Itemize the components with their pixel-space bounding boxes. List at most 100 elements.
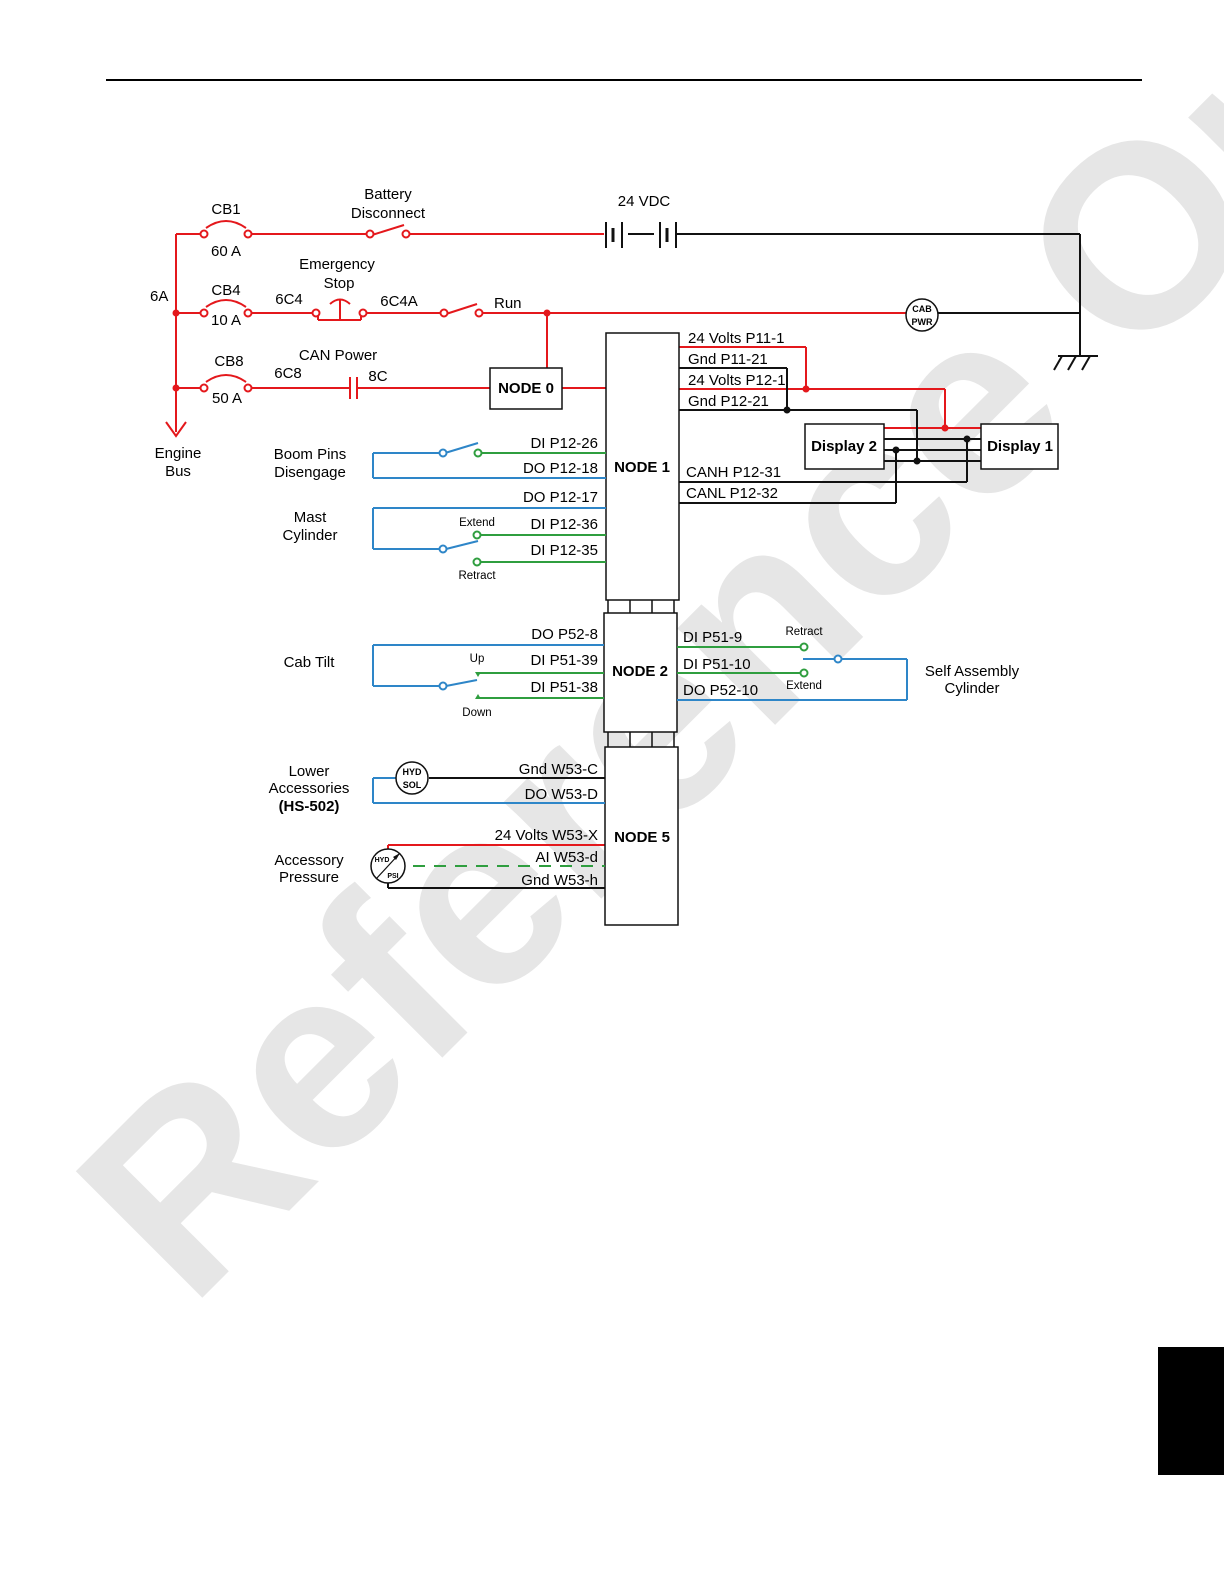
hyd-sol-label-1: HYD xyxy=(402,767,422,777)
lower-acc-label-1: Lower xyxy=(289,763,330,780)
estop-2: Stop xyxy=(324,275,355,292)
lower-acc-gnd-pin: Gnd W53-C xyxy=(519,761,598,778)
run-label: Run xyxy=(494,295,522,312)
mast-extend-label: Extend xyxy=(459,517,495,529)
mast-switch-extend xyxy=(472,530,482,540)
acc-ai-pin: AI W53-d xyxy=(535,849,598,866)
battery-disconnect-1: Battery xyxy=(364,186,412,203)
hyd-sol-icon xyxy=(395,761,429,795)
boom-di-pin: DI P12-26 xyxy=(530,435,598,452)
boom-pins-label-1: Boom Pins xyxy=(274,446,347,463)
cab-tilt-label: Cab Tilt xyxy=(284,654,336,671)
n1-pin-gnd-p12: Gnd P12-21 xyxy=(688,393,769,410)
power-junctions xyxy=(172,309,949,432)
cab-tilt-down-pin: DI P51-38 xyxy=(530,679,598,696)
hyd-psi-label-1: HYD xyxy=(375,857,390,864)
n1-pin-24v-p12: 24 Volts P12-1 xyxy=(688,372,786,389)
mast-retract-label: Retract xyxy=(458,570,496,582)
node-boxes xyxy=(489,332,680,926)
self-assembly-label-1: Self Assembly xyxy=(925,663,1020,680)
lower-acc-label-3: (HS-502) xyxy=(279,798,340,815)
acc-24v-pin: 24 Volts W53-X xyxy=(495,827,598,844)
cab-pwr-icon xyxy=(905,298,939,332)
cab-tilt-do-pin: DO P52-8 xyxy=(531,626,598,643)
boom-do-pin: DO P12-18 xyxy=(523,460,598,477)
wire-6a: 6A xyxy=(150,288,168,305)
battery-symbol xyxy=(605,222,1098,371)
display1-box xyxy=(980,423,1059,470)
self-assembly-common xyxy=(833,654,843,664)
hyd-psi-icon: HYD PSI xyxy=(370,848,406,884)
hyd-psi-label-2: PSI xyxy=(387,873,398,880)
cb1-name: CB1 xyxy=(211,201,240,218)
boom-switch-terminal xyxy=(438,448,448,458)
engine-bus-2: Bus xyxy=(165,463,191,480)
cab-tilt-up-label: Up xyxy=(470,653,485,665)
display1-label: Display 1 xyxy=(987,438,1053,455)
cb8-name: CB8 xyxy=(214,353,243,370)
boom-switch-terminal-2 xyxy=(473,448,483,458)
boom-pins-label-2: Disengage xyxy=(274,464,346,481)
self-assembly-retract-contact xyxy=(799,642,809,652)
lower-accessories-wiring xyxy=(372,777,605,804)
n1-pin-canh: CANH P12-31 xyxy=(686,464,781,481)
can-ground-wiring xyxy=(679,367,981,504)
can-power-label: CAN Power xyxy=(299,347,377,364)
self-assembly-label-2: Cylinder xyxy=(944,680,999,697)
battery-disconnect-2: Disconnect xyxy=(351,205,426,222)
acc-gnd-pin: Gnd W53-h xyxy=(521,872,598,889)
mast-label-2: Cylinder xyxy=(282,527,337,544)
wire-8c: 8C xyxy=(368,368,387,385)
node5-box xyxy=(604,746,679,926)
supply-voltage: 24 VDC xyxy=(618,193,671,210)
mast-switch-common xyxy=(438,544,448,554)
wire-6c8: 6C8 xyxy=(274,365,302,382)
section-tab xyxy=(1158,1347,1224,1475)
n1-pin-canl: CANL P12-32 xyxy=(686,485,778,502)
n1-pin-gnd-p11: Gnd P11-21 xyxy=(688,351,768,368)
node0-label: NODE 0 xyxy=(498,380,554,397)
cb4-rating: 10 A xyxy=(211,312,241,329)
mast-do-pin: DO P12-17 xyxy=(523,489,598,506)
mast-wiring xyxy=(372,507,606,563)
cb8-rating: 50 A xyxy=(212,390,242,407)
node-connectors xyxy=(607,600,675,747)
cab-pwr-label-1: CAB xyxy=(912,304,932,314)
cab-tilt-wiring xyxy=(372,644,604,699)
self-assembly-extend-label: Extend xyxy=(786,680,822,692)
self-assembly-retract-pin: DI P51-9 xyxy=(683,629,742,646)
self-assembly-retract-label: Retract xyxy=(785,626,823,638)
cab-pwr-label-2: PWR xyxy=(912,317,933,327)
display2-box xyxy=(804,423,885,470)
mast-label-1: Mast xyxy=(294,509,327,526)
cab-tilt-common xyxy=(438,681,448,691)
cab-tilt-down-label: Down xyxy=(462,707,491,719)
cab-tilt-up-pin: DI P51-39 xyxy=(530,652,598,669)
estop-1: Emergency xyxy=(299,256,375,273)
cab-tilt-down-contact xyxy=(475,694,481,699)
lower-acc-do-pin: DO W53-D xyxy=(525,786,599,803)
node0-box xyxy=(489,367,563,410)
power-terminals xyxy=(199,229,484,393)
lower-acc-label-2: Accessories xyxy=(269,780,350,797)
display2-label: Display 2 xyxy=(811,438,877,455)
self-assembly-wiring xyxy=(677,646,908,701)
mast-extend-pin: DI P12-36 xyxy=(530,516,598,533)
boom-pins-wiring xyxy=(372,442,606,479)
node1-box xyxy=(605,332,680,601)
cab-tilt-up-contact xyxy=(475,672,481,677)
cb4-name: CB4 xyxy=(211,282,240,299)
wire-6c4: 6C4 xyxy=(275,291,303,308)
self-assembly-do-pin: DO P52-10 xyxy=(683,682,758,699)
engine-bus-1: Engine xyxy=(155,445,202,462)
node1-label: NODE 1 xyxy=(614,459,670,476)
node5-label: NODE 5 xyxy=(614,829,670,846)
wire-6c4a: 6C4A xyxy=(380,293,418,310)
power-wiring xyxy=(165,220,981,857)
acc-pressure-label-2: Pressure xyxy=(279,869,339,886)
acc-pressure-label-1: Accessory xyxy=(274,852,344,869)
mast-switch-retract xyxy=(472,557,482,567)
can-junctions xyxy=(783,406,971,465)
hyd-sol-label-2: SOL xyxy=(403,780,422,790)
